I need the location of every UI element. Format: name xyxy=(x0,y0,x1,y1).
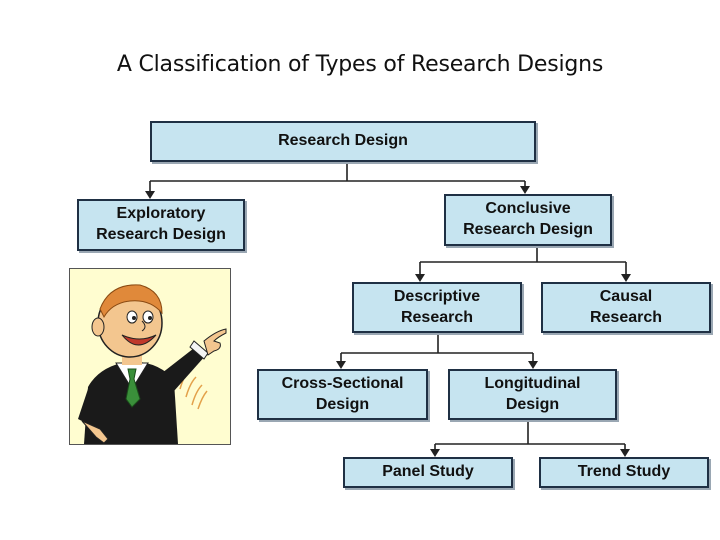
node-cross-sectional-design: Cross-Sectional Design xyxy=(257,369,428,420)
node-label: Research Design xyxy=(278,131,408,152)
node-trend-study: Trend Study xyxy=(539,457,709,488)
node-longitudinal-design: Longitudinal Design xyxy=(448,369,617,420)
node-descriptive-research: Descriptive Research xyxy=(352,282,522,333)
node-label-line2: Research Design xyxy=(96,225,226,246)
node-label-line2: Research Design xyxy=(463,220,593,241)
node-label: Trend Study xyxy=(578,462,670,483)
node-label-line2: Research xyxy=(394,308,480,329)
node-label-line1: Descriptive xyxy=(394,287,480,308)
node-label-line1: Exploratory xyxy=(96,204,226,225)
node-label-line1: Conclusive xyxy=(463,199,593,220)
node-label-line1: Longitudinal xyxy=(485,374,581,395)
node-causal-research: Causal Research xyxy=(541,282,711,333)
node-label-line2: Design xyxy=(485,395,581,416)
node-conclusive-research-design: Conclusive Research Design xyxy=(444,194,612,246)
node-label-line1: Causal xyxy=(590,287,662,308)
node-label-line1: Cross-Sectional xyxy=(282,374,404,395)
pointing-man-illustration xyxy=(69,268,231,445)
node-panel-study: Panel Study xyxy=(343,457,513,488)
node-label-line2: Research xyxy=(590,308,662,329)
node-label-line2: Design xyxy=(282,395,404,416)
node-exploratory-research-design: Exploratory Research Design xyxy=(77,199,245,251)
node-research-design: Research Design xyxy=(150,121,536,162)
node-label: Panel Study xyxy=(382,462,474,483)
